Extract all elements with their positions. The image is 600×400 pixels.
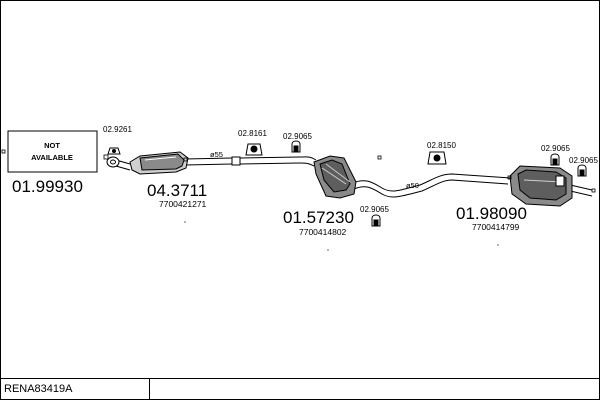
part-code: 01.99930 xyxy=(12,177,83,196)
part-code: 01.57230 xyxy=(283,208,354,227)
flange-joint-1 xyxy=(231,156,241,166)
hanger-icon-4 xyxy=(577,164,587,177)
center-silencer xyxy=(313,155,357,199)
catalytic-converter xyxy=(129,151,189,175)
marker-1 xyxy=(183,157,188,162)
rubber-mount-icon-3 xyxy=(427,151,447,165)
part-number: 7700421271 xyxy=(159,199,207,209)
part-code: 01.98090 xyxy=(456,204,527,223)
hanger-icon-3 xyxy=(550,153,560,166)
rubber-mount-icon-1 xyxy=(107,147,121,155)
left-marker xyxy=(1,149,6,154)
accessory-code: 02.9065 xyxy=(283,132,312,141)
rear-silencer xyxy=(509,165,573,207)
not-available-box xyxy=(7,130,98,173)
exhaust-pipe xyxy=(115,156,593,198)
pipe-diameter-label: ø50 xyxy=(406,181,419,190)
marker-3 xyxy=(507,175,512,180)
rubber-mount-icon-2 xyxy=(245,143,263,156)
marker-2 xyxy=(377,155,382,160)
accessory-code: 02.9261 xyxy=(103,125,132,134)
dot-1 xyxy=(184,221,186,223)
accessory-code: 02.9065 xyxy=(541,144,570,153)
accessory-code: 02.9065 xyxy=(360,205,389,214)
not-available-line1: NOT xyxy=(44,141,60,150)
hanger-icon-2 xyxy=(371,214,381,227)
dot-3 xyxy=(497,244,499,246)
accessory-code: 02.9065 xyxy=(569,156,598,165)
part-code: 04.3711 xyxy=(147,181,207,200)
diagram-reference: RENA83419A xyxy=(4,383,73,395)
hanger-icon-1 xyxy=(291,140,301,153)
pipe-diameter-label: ø55 xyxy=(210,150,223,159)
dot-2 xyxy=(327,249,329,251)
front-connector xyxy=(106,156,120,168)
not-available-line2: AVAILABLE xyxy=(31,153,73,162)
accessory-code: 02.8150 xyxy=(427,141,456,150)
flange-tiny xyxy=(103,154,109,160)
accessory-code: 02.8161 xyxy=(238,129,267,138)
part-number: 7700414802 xyxy=(299,227,347,237)
part-number: 7700414799 xyxy=(472,222,520,232)
marker-4 xyxy=(591,188,596,193)
